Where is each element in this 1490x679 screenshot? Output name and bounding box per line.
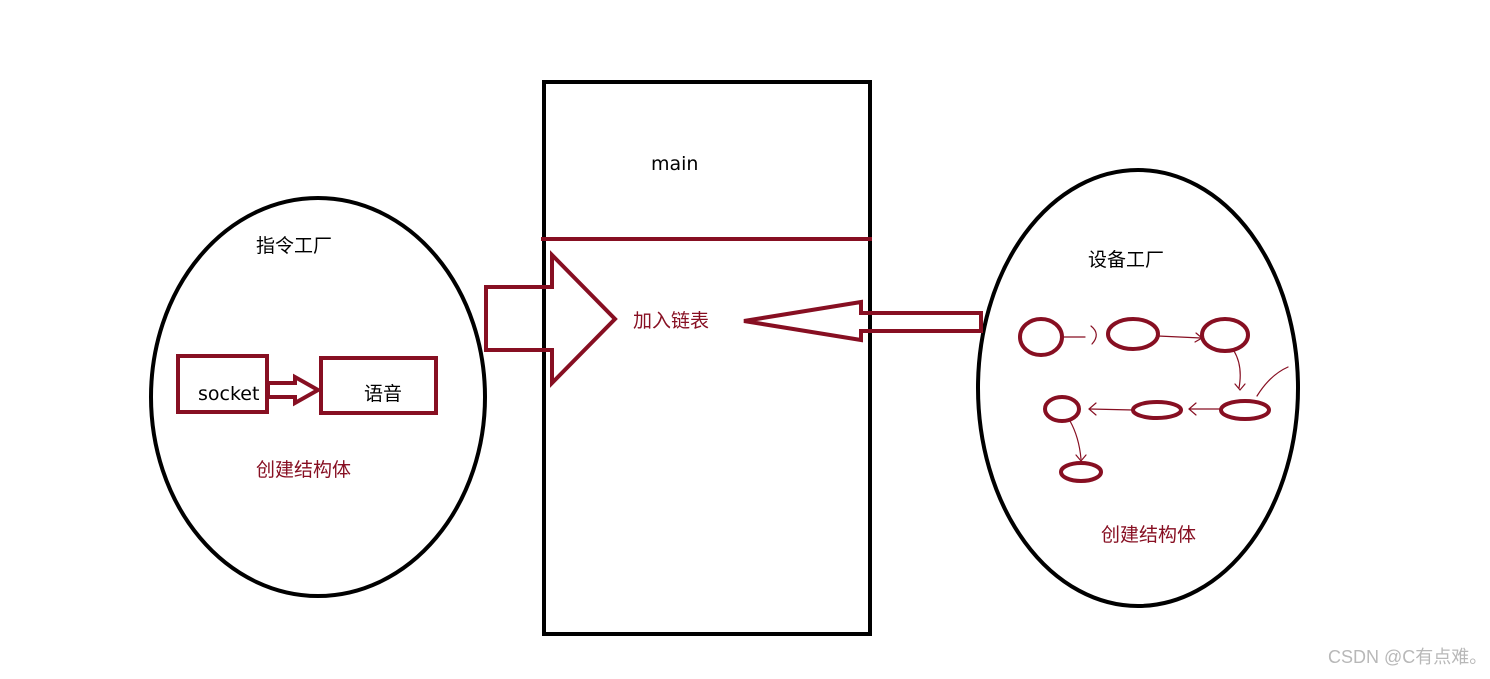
command-factory-ellipse [149, 196, 487, 598]
device-node [1219, 399, 1271, 421]
device-node [1131, 400, 1183, 420]
device-node [1018, 317, 1064, 357]
device-node [1200, 317, 1250, 353]
device-factory-footer: 创建结构体 [1101, 524, 1196, 546]
device-node [1043, 395, 1081, 423]
socket-label: socket [198, 383, 259, 405]
main-title: main [651, 153, 698, 175]
csdn-watermark: CSDN @C有点难。 [1328, 647, 1488, 667]
command-factory-footer: 创建结构体 [256, 459, 351, 481]
device-factory-title: 设备工厂 [1088, 249, 1164, 271]
voice-label: 语音 [364, 383, 402, 405]
device-node-links [1062, 325, 1289, 462]
main-box [542, 80, 872, 636]
command-to-main-arrow [484, 250, 618, 388]
device-factory-ellipse [976, 168, 1300, 608]
socket-to-voice-arrow [266, 373, 323, 407]
command-factory-title: 指令工厂 [256, 235, 332, 257]
add-to-list-label: 加入链表 [633, 310, 709, 332]
device-to-main-arrow [743, 299, 983, 343]
device-node [1059, 461, 1103, 483]
voice-box [319, 356, 438, 415]
device-node [1106, 317, 1160, 351]
